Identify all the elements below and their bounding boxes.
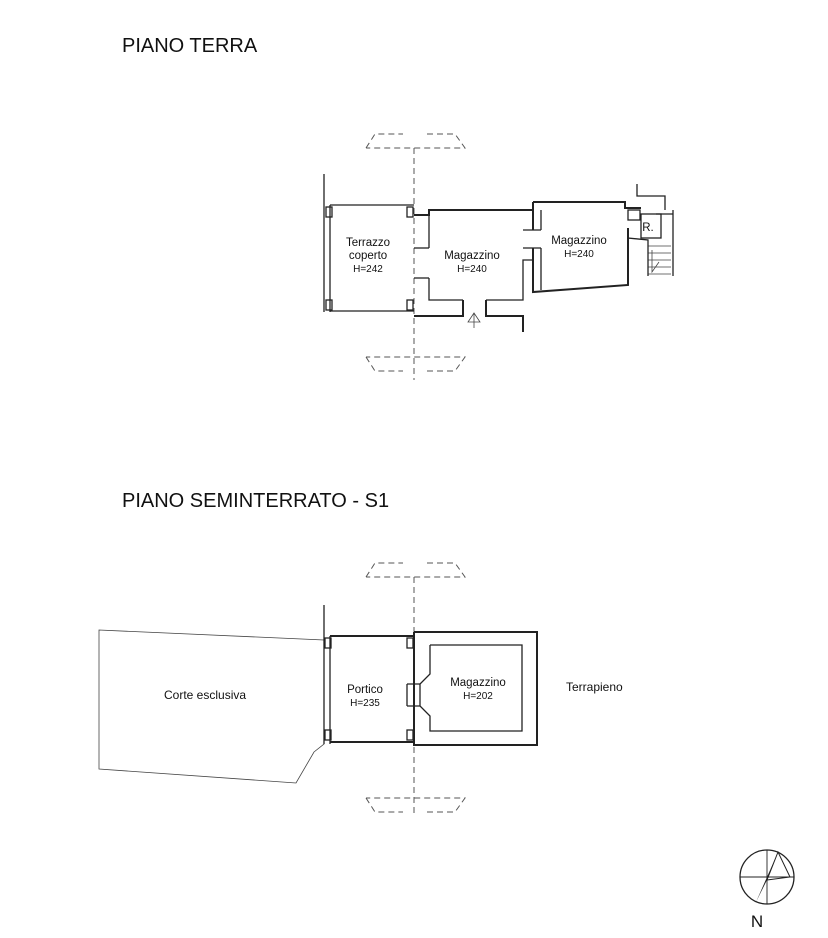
north-label: N <box>751 912 763 931</box>
ripostiglio-label: R. <box>642 222 654 234</box>
terrazzo-coperto-room <box>323 174 414 312</box>
magazzino-basement-height: H=202 <box>463 691 493 702</box>
magazzino-ground-1-height: H=240 <box>457 264 487 275</box>
portico-height: H=235 <box>350 698 380 709</box>
corte-esclusiva-area <box>98 629 325 784</box>
section-marker-bottom <box>365 356 466 372</box>
portico-room <box>323 605 414 744</box>
section-marker-top-s1 <box>365 562 466 815</box>
ripostiglio-room <box>627 184 674 276</box>
terrapieno-label: Terrapieno <box>566 680 623 694</box>
portico-label: Portico <box>347 684 383 696</box>
magazzino-basement-label: Magazzino <box>450 677 506 689</box>
section-marker-bottom-s1 <box>365 797 466 813</box>
corte-esclusiva-label: Corte esclusiva <box>164 688 246 702</box>
magazzino-ground-1-label: Magazzino <box>444 250 500 262</box>
ground-floor-title: PIANO TERRA <box>122 35 258 57</box>
terrazzo-label: Terrazzo <box>346 237 390 249</box>
terrazzo-height: H=242 <box>353 264 383 275</box>
basement-floor-title: PIANO SEMINTERRATO - S1 <box>122 490 389 512</box>
section-marker-top <box>365 133 466 380</box>
north-arrow-icon <box>739 849 795 905</box>
magazzino-basement-room <box>406 631 538 746</box>
magazzino-ground-2-room <box>523 201 641 294</box>
magazzino-ground-2-height: H=240 <box>564 249 594 260</box>
magazzino-ground-2-label: Magazzino <box>551 235 607 247</box>
terrazzo-label-line2: coperto <box>349 250 387 262</box>
